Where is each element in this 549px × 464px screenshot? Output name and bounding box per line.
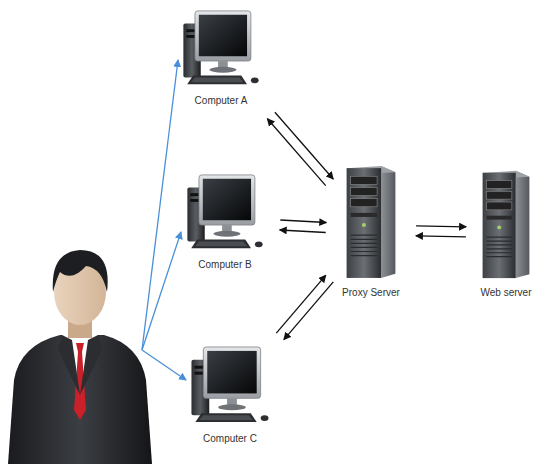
client-computer: Computer A [176,8,266,108]
node-label: Computer C [203,433,257,445]
request-arrow [280,220,326,223]
user-links [142,60,186,380]
request-arrow [275,112,333,179]
web-server: Web server [476,165,536,300]
server-icon [476,165,536,282]
client-computer: Computer C [185,344,275,446]
user-figure [8,250,152,464]
proxy-server: Proxy Server [336,160,406,300]
request-arrow [276,275,325,333]
computer-icon [185,344,275,428]
node-label: Computer B [198,259,251,271]
request-arrow [284,282,333,340]
request-arrow [416,226,466,227]
computer-icon [176,8,266,90]
client-computer: Computer B [180,172,270,272]
computer-icon [180,172,270,254]
server-icon [336,160,406,282]
request-arrow [416,236,466,237]
request-arrow [280,230,326,233]
node-label: Web server [481,287,532,299]
node-label: Computer A [195,95,248,107]
node-label: Proxy Server [342,287,400,299]
request-arrow [267,119,325,186]
